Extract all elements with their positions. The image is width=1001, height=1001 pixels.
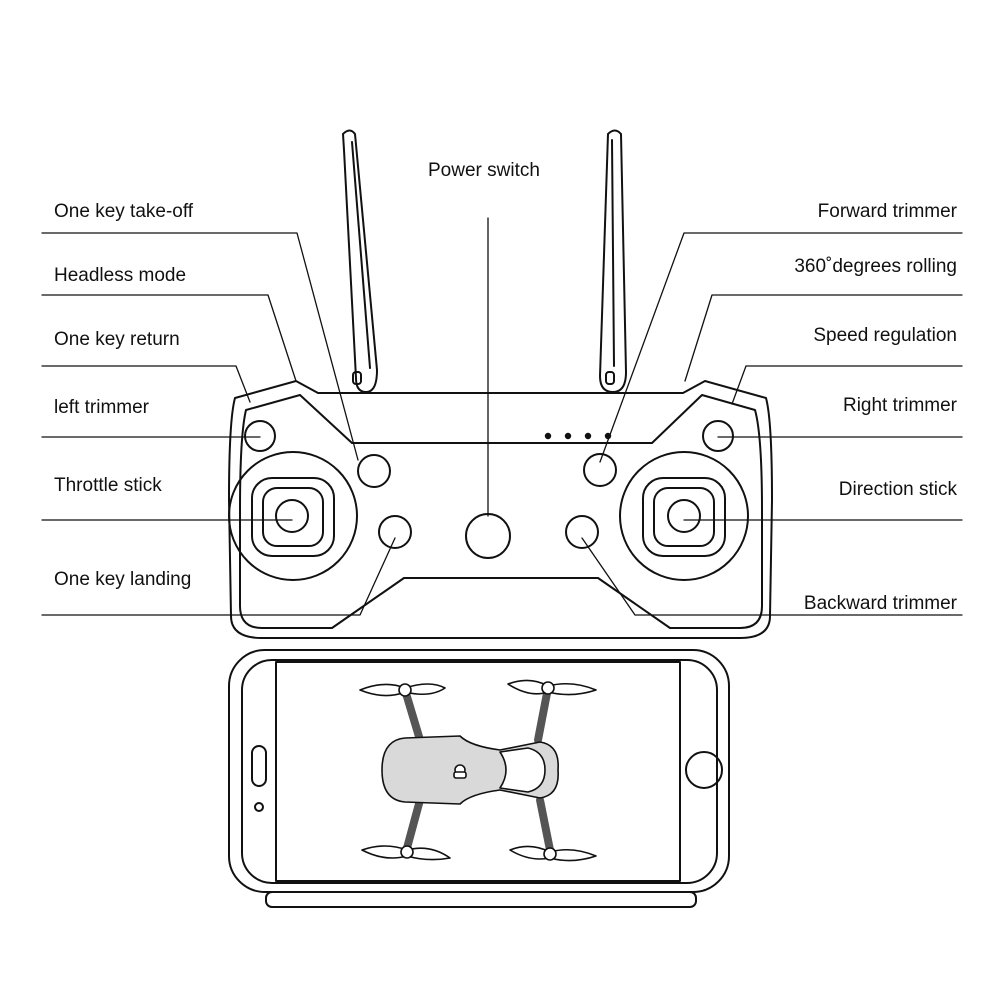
headless-mode-label: Headless mode xyxy=(54,265,187,286)
left-trimmer-label: left trimmer xyxy=(54,397,149,418)
backward-trimmer-label: Backward trimmer xyxy=(803,593,957,614)
power-switch-label: Power switch xyxy=(428,160,540,181)
right-antenna xyxy=(599,129,627,393)
right-trimmer-button xyxy=(702,420,734,452)
one-key-take-off-label: One key take-off xyxy=(54,201,194,222)
callout-lines-right xyxy=(581,232,963,616)
left-antenna xyxy=(342,129,378,393)
left-trimmer-button xyxy=(244,420,276,452)
controller-faceplate xyxy=(239,394,763,629)
right-trimmer-label: Right trimmer xyxy=(842,395,957,416)
controller-body xyxy=(228,380,773,639)
one-key-landing-button xyxy=(378,515,412,549)
degrees-rolling-label: 360˚degrees rolling xyxy=(794,256,957,277)
forward-trimmer-label: Forward trimmer xyxy=(817,201,957,222)
one-key-take-off-button xyxy=(357,454,391,488)
power-switch-button xyxy=(465,513,511,559)
one-key-return-label: One key return xyxy=(54,329,180,350)
smartphone xyxy=(241,659,723,884)
direction-stick xyxy=(619,451,749,581)
backward-trimmer-button xyxy=(565,515,599,549)
throttle-stick xyxy=(228,451,358,581)
forward-trimmer-button xyxy=(583,453,617,487)
callout-lines-left xyxy=(41,232,396,616)
speed-regulation-label: Speed regulation xyxy=(813,325,957,346)
drone-image xyxy=(359,679,597,862)
direction-stick-label: Direction stick xyxy=(838,479,957,500)
one-key-landing-label: One key landing xyxy=(54,569,192,590)
throttle-stick-label: Throttle stick xyxy=(54,475,162,496)
status-leds xyxy=(544,432,612,440)
phone-holder xyxy=(228,649,730,908)
